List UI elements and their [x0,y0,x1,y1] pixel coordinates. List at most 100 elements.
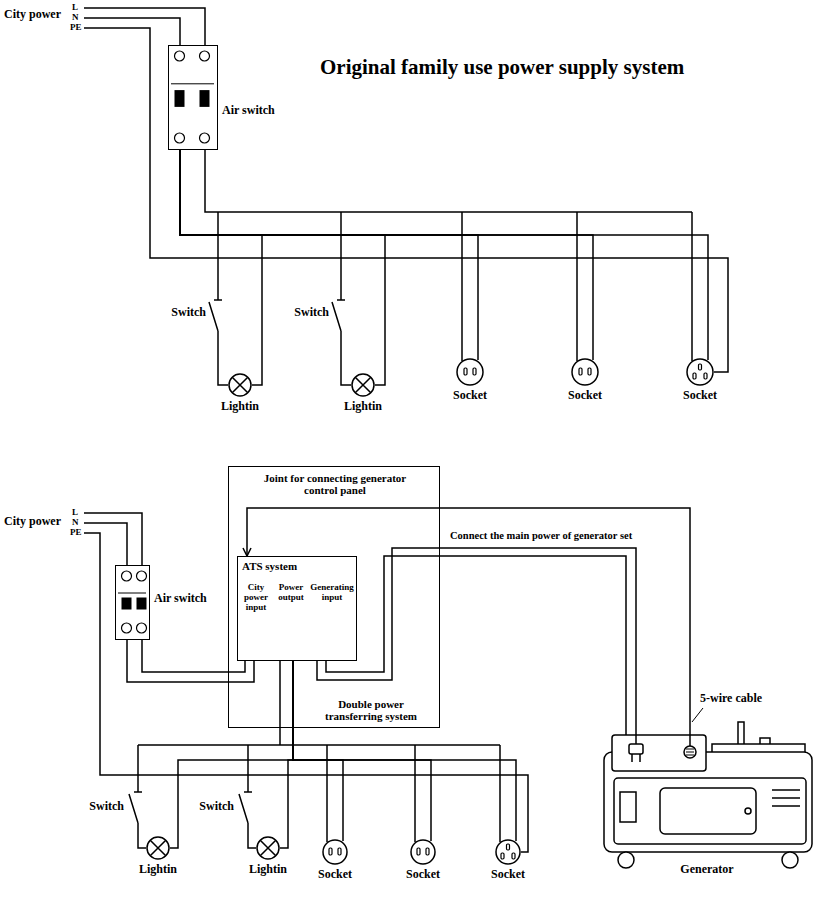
socket-label: Socket [453,389,487,402]
socket: Socket [571,358,599,386]
transfer-system-box-label: Double power transferring system [309,698,433,722]
breaker-lever [137,598,147,610]
ats-box: ATS systemCity power inputPower outputGe… [237,556,357,661]
ats-box-label: City power input [238,583,274,613]
socket-slot [426,848,429,855]
wire-name: L [72,508,78,518]
socket-outline [457,359,483,385]
lamp-symbol [228,373,252,397]
wire [142,640,245,672]
lamp-cross [232,377,248,393]
plug-cord [635,735,637,744]
source-label: City power [4,515,61,528]
plug [629,744,643,754]
switch-label: Switch [146,306,206,319]
wire [180,150,708,360]
lamp: Lightin [146,836,170,860]
generator-label: Generator [680,863,733,876]
lamp-symbol [351,373,375,397]
wire [280,661,293,848]
switch-symbol [332,212,351,385]
socket-label: Socket [318,868,352,881]
lamp-outline [147,837,169,859]
lamp: Lightin [228,373,252,397]
transfer-system-box: ATS systemCity power inputPower outputGe… [228,466,440,728]
line-wire [84,513,142,565]
switch-label: Switch [64,800,124,813]
lamp-cross [355,377,371,393]
lamp-symbol [256,836,280,860]
socket-slot [464,368,467,375]
wire [180,150,593,360]
socket-outline [323,840,347,864]
lamp-outline [257,837,279,859]
ats-box-label: ATS system [238,557,356,575]
breaker-divider [118,593,146,594]
breaker-lever [122,598,132,610]
socket-slot [417,848,420,855]
door [660,788,756,834]
socket-slot [693,373,696,379]
neutral-wire [84,18,180,45]
vents [772,790,800,806]
wire-name: N [72,13,79,23]
wire [293,661,431,841]
socket-slot [704,373,707,379]
socket-symbol [456,358,484,386]
air-switch-label: Air switch [154,592,207,605]
lamp-label: Lightin [221,400,259,413]
switch-symbol [209,212,228,385]
socket: Socket [410,839,436,865]
control-connector [684,746,696,758]
socket-slot [579,368,582,375]
switch-symbol [129,745,146,848]
earth-wire [84,28,728,372]
lamp: Lightin [351,373,375,397]
socket-outline [572,359,598,385]
generator-drawing [604,722,812,868]
socket-outline [411,840,435,864]
breaker-lever [200,90,210,107]
terminal [137,623,147,633]
wire [293,661,343,841]
neutral-wire [127,640,254,682]
wheel [618,852,634,868]
breaker-divider [171,83,214,84]
exhaust-pipe [738,722,744,746]
wire-name: L [72,3,78,13]
connector-thread [686,749,694,755]
socket-label: Socket [568,389,602,402]
leader-line [692,708,703,722]
wire-name: PE [70,23,82,33]
switch-label: Switch [174,800,234,813]
generator: Generator [600,735,814,860]
terminal [200,51,210,61]
switch-label: Switch [269,306,329,319]
ats-box-label: Generating input [308,583,356,613]
socket-symbol [495,839,521,865]
breaker-lever [175,90,185,107]
lamp-outline [229,374,251,396]
socket-slot [338,848,341,855]
socket-outline [496,840,520,864]
wire [180,150,262,385]
handle [760,738,770,744]
terminal [200,133,210,143]
socket-symbol [686,358,714,386]
wire-label: Connect the main power of generator set [448,530,634,542]
wire [170,661,293,848]
socket-label: Socket [406,868,440,881]
source-label: City power [4,8,61,21]
lamp-label: Lightin [139,863,177,876]
terminal [137,571,147,581]
socket-slot [501,853,504,859]
air-switch-symbol [169,46,217,149]
air-switch-label: Air switch [222,104,275,117]
socket-label: Socket [683,389,717,402]
socket-symbol [322,839,348,865]
wire-name: PE [70,528,82,538]
wire [293,661,516,841]
terminal [175,51,185,61]
